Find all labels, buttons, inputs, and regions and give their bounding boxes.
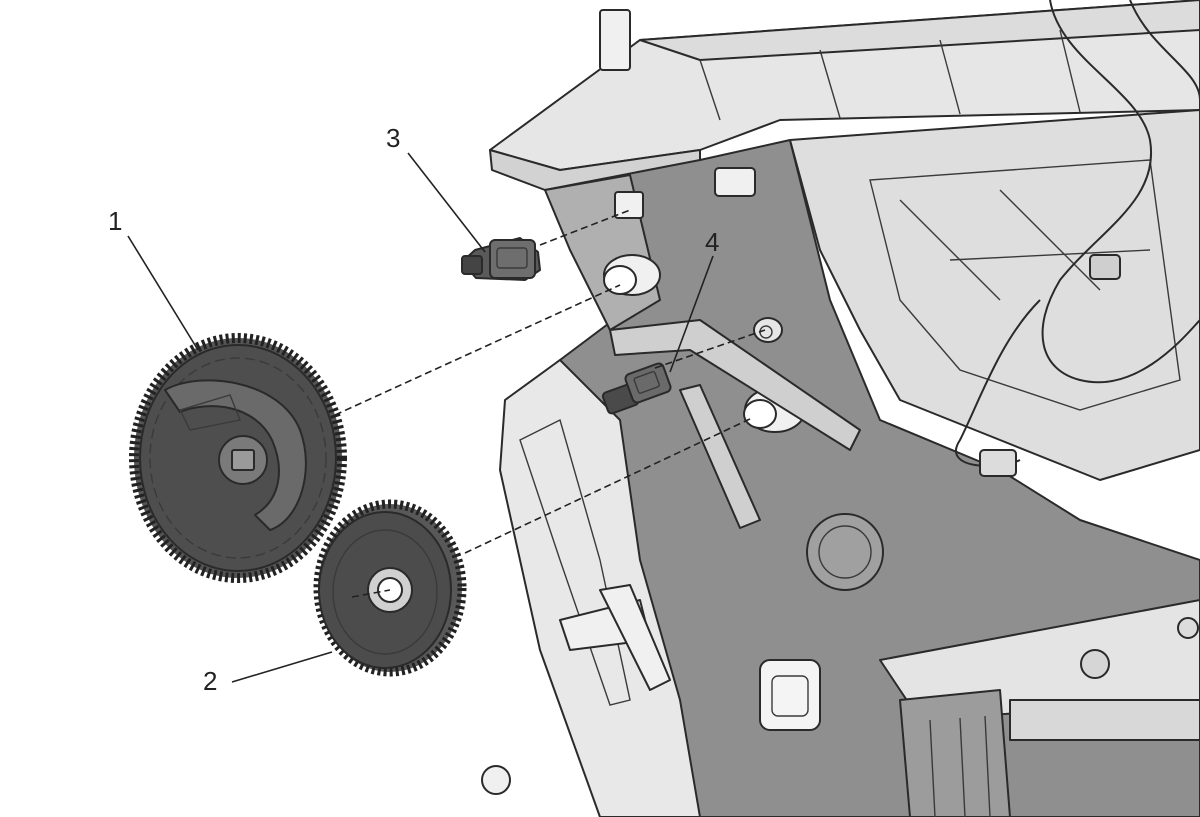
callout-4-label: 4 (705, 227, 719, 257)
part-2-small-gear (313, 499, 467, 677)
assembly-lines (334, 209, 766, 598)
part-3-connector (461, 237, 541, 281)
callout-2-label: 2 (203, 666, 217, 696)
part-4-sensor (601, 362, 672, 415)
callout-3-label: 3 (386, 123, 400, 153)
callout-3: 3 (386, 123, 486, 253)
part-1-large-gear (129, 333, 347, 583)
callout-1: 1 (108, 206, 199, 351)
hvac-housing (481, 0, 1200, 817)
callout-2: 2 (203, 651, 333, 696)
callout-4: 4 (669, 227, 719, 373)
callout-1-label: 1 (108, 206, 122, 236)
